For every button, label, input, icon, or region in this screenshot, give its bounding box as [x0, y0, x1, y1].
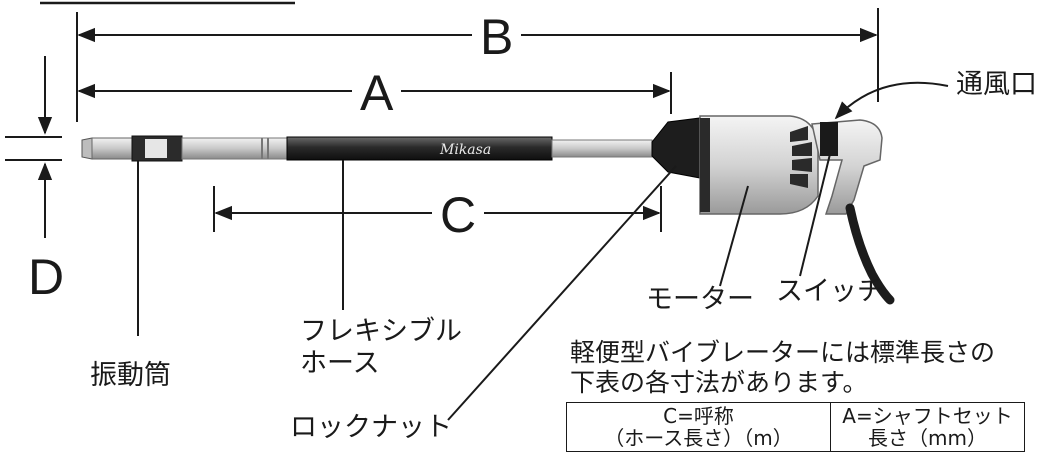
spec-col1-line1: C=呼称 [663, 404, 734, 428]
motor-body [699, 115, 819, 215]
hose-label-line1: フレキシブル [300, 316, 462, 347]
leader-lock-nut [447, 165, 677, 421]
lock-nut [651, 117, 701, 179]
leader-motor [719, 185, 749, 287]
spec-table-header-c: C=呼称 （ホース長さ）（m） [566, 402, 831, 452]
spec-table-header-row: C=呼称 （ホース長さ）（m） A=シャフトセット 長さ（mm） [566, 402, 1025, 452]
note-line1: 軽便型バイブレーターには標準長さの [570, 338, 996, 367]
spec-col1-line2: （ホース長さ）（m） [604, 426, 793, 450]
brand-logo: Mikasa [439, 142, 491, 158]
shaft [551, 139, 653, 158]
dimension-a-label: A [352, 68, 402, 118]
note-line2: 下表の各寸法があります。 [570, 368, 868, 397]
switch-button [820, 122, 838, 156]
motor-front-ring [700, 118, 710, 212]
vibrator-tube-front [91, 137, 133, 160]
leader-switch [799, 145, 833, 277]
spec-table: C=呼称 （ホース長さ）（m） A=シャフトセット 長さ（mm） [566, 402, 1025, 452]
vent-label: 通風口 [956, 69, 1037, 100]
motor-label: モーター [646, 284, 754, 315]
dimension-d-label: D [28, 249, 65, 305]
lock-nut-label: ロックナット [290, 412, 452, 443]
power-cord [845, 203, 895, 305]
vibrator-tube-label: 振動筒 [90, 360, 171, 391]
dimension-b-label: B [472, 12, 522, 62]
vibrator-tip [81, 137, 93, 160]
switch-label: スイッチ [776, 276, 884, 307]
spec-table-header-a: A=シャフトセット 長さ（mm） [830, 402, 1025, 452]
hose-label-line2: ホース [300, 348, 380, 379]
vibrator-tube-label [145, 139, 167, 158]
leader-vent [834, 81, 949, 120]
spec-col2-line1: A=シャフトセット [842, 404, 1013, 428]
vibrator-tube-rear [181, 137, 288, 160]
vent-fins [790, 126, 812, 188]
spec-col2-line2: 長さ（mm） [868, 426, 987, 450]
flexible-hose [286, 136, 553, 161]
dimension-c-label: C [432, 190, 485, 240]
